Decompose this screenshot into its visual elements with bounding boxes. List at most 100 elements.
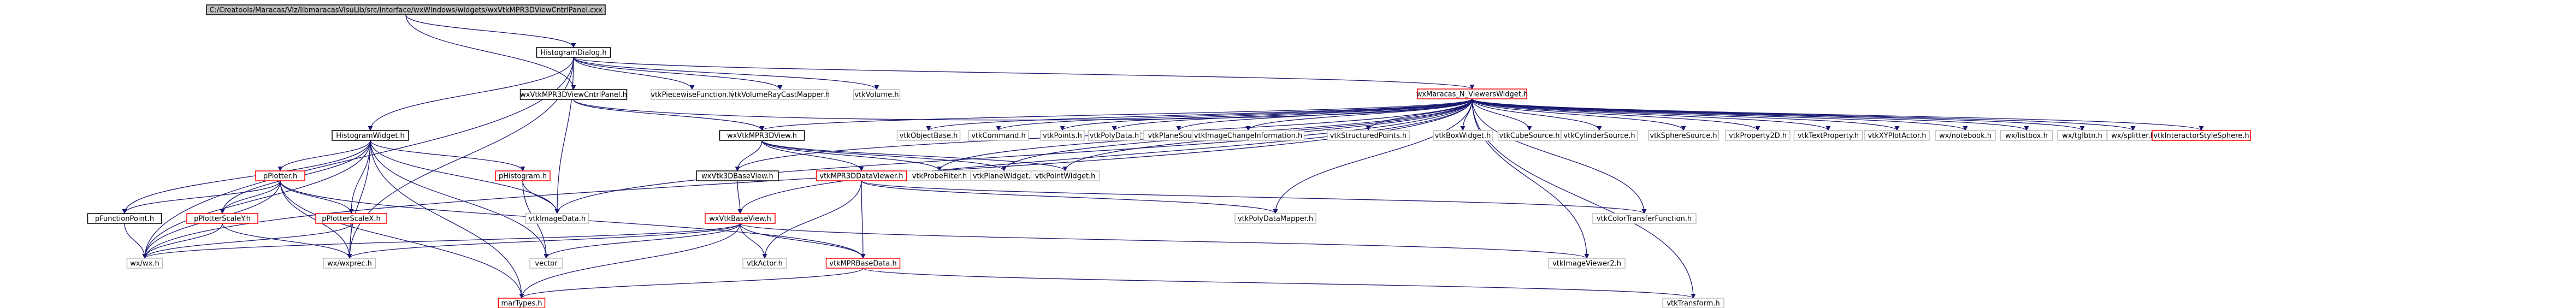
node-vtkiss[interactable]: vtkInteractorStyleSphere.h <box>2152 130 2251 141</box>
node-wxtglbtn[interactable]: wx/tglbtn.h <box>2057 130 2107 141</box>
node-label: vtkPoints.h <box>1043 132 1082 140</box>
node-label: pPlotterScaleY.h <box>194 215 251 223</box>
node-vtkpts[interactable]: vtkPoints.h <box>1040 130 1085 141</box>
node-wxvtkmpr3dv[interactable]: wxVtkMPR3DView.h <box>719 130 805 141</box>
node-vtkcube[interactable]: vtkCubeSource.h <box>1497 130 1562 141</box>
node-label: wx/wx.h <box>130 260 159 268</box>
node-label: vtkBoxWidget.h <box>1435 132 1491 140</box>
edge-wxvtkbv-to-wxwxprec <box>347 223 741 259</box>
node-vtkmprbd[interactable]: vtkMPRBaseData.h <box>825 258 901 269</box>
node-vtkactor[interactable]: vtkActor.h <box>742 258 787 269</box>
node-pfp[interactable]: pFunctionPoint.h <box>87 213 162 224</box>
edge-hd-to-wxmaracas <box>573 57 1475 90</box>
node-box <box>1793 130 1863 141</box>
node-phist[interactable]: pHistogram.h <box>495 170 551 181</box>
node-box <box>742 258 787 269</box>
edge-wxvtkbv-to-vtkiv2 <box>740 223 1590 259</box>
edge-hw-to-marty <box>370 140 524 299</box>
node-label: wx/notebook.h <box>1939 132 1992 140</box>
node-vtkmpr3ddv[interactable]: vtkMPR3DDataViewer.h <box>816 170 907 181</box>
node-vtkiv2[interactable]: vtkImageViewer2.h <box>1548 258 1626 269</box>
node-vtkvol[interactable]: vtkVolume.h <box>853 89 901 100</box>
node-vtkplanew[interactable]: vtkPlaneWidget.h <box>970 170 1038 181</box>
edge-wxvtkbv-to-vtkmprbd <box>740 223 866 259</box>
node-label: vtkImageViewer2.h <box>1552 260 1621 268</box>
node-label: vtkCommand.h <box>971 132 1026 140</box>
node-vtkboxw[interactable]: vtkBoxWidget.h <box>1433 130 1493 141</box>
edge-pplotter-to-pps_x <box>280 180 354 214</box>
node-label: vtkVolume.h <box>854 91 899 99</box>
node-vtkpf[interactable]: vtkProbeFilter.h <box>906 170 973 181</box>
node-vtksp[interactable]: vtkStructuredPoints.h <box>1327 130 1410 141</box>
node-vtksph[interactable]: vtkSphereSource.h <box>1648 130 1719 141</box>
edge-wxmaracas-to-vtkprop2d <box>1472 98 1760 131</box>
node-wxmaracas[interactable]: wxMaracas_N_ViewersWidget.h <box>1416 88 1528 99</box>
node-wxvtkbv[interactable]: wxVtkBaseView.h <box>705 213 776 224</box>
node-vtkobj[interactable]: vtkObjectBase.h <box>896 130 961 141</box>
node-wxvtk3dbv[interactable]: wxVtk3DBaseView.h <box>696 170 779 181</box>
node-box <box>853 89 901 100</box>
node-wxwxprec[interactable]: wx/wxprec.h <box>323 258 376 269</box>
edge-wxmaracas-to-vtkxyplot <box>1472 98 1900 131</box>
node-vtkprop2d[interactable]: vtkProperty2D.h <box>1725 130 1791 141</box>
node-wxmpr3dcp[interactable]: wxVtkMPR3DViewCntrlPanel.h <box>519 89 628 100</box>
node-box <box>525 213 589 224</box>
node-vtkpointw[interactable]: vtkPointWidget.h <box>1030 170 1100 181</box>
node-vector[interactable]: vector <box>529 258 563 269</box>
edge-pplotter-to-pfp <box>122 180 281 214</box>
node-wxnotebook[interactable]: wx/notebook.h <box>1935 130 1996 141</box>
node-box <box>1088 130 1141 141</box>
node-vtkici[interactable]: vtkImageChangeInformation.h <box>1191 130 1305 141</box>
node-hd[interactable]: HistogramDialog.h <box>536 47 611 58</box>
node-label: HistogramDialog.h <box>540 49 606 57</box>
edge-wxmaracas-to-wxsplitter <box>1472 98 2136 131</box>
edge-hw-to-phist <box>370 140 525 171</box>
edge-vtkmpr3ddv-to-vtkactor <box>762 180 862 259</box>
node-wxwx[interactable]: wx/wx.h <box>126 258 163 269</box>
edge-wxvtkbv-to-vtkactor <box>740 223 767 259</box>
node-pplotter[interactable]: pPlotter.h <box>255 170 305 181</box>
node-label: vtkImageChangeInformation.h <box>1194 132 1302 140</box>
node-vtkctf[interactable]: vtkColorTransferFunction.h <box>1592 213 1697 224</box>
node-label: vtkColorTransferFunction.h <box>1597 215 1692 223</box>
node-vtktextprop[interactable]: vtkTextProperty.h <box>1793 130 1863 141</box>
node-vtkpd[interactable]: vtkPolyData.h <box>1088 130 1141 141</box>
nodes-layer: C:/Creatools/Maracas/Viz/libmaracasVisuL… <box>87 4 2251 308</box>
edge-wxmaracas-to-wxlistbox <box>1472 98 2029 131</box>
node-vtkcyl[interactable]: vtkCylinderSource.h <box>1561 130 1638 141</box>
node-label: marTypes.h <box>501 300 542 308</box>
node-vtkvrm[interactable]: vtkVolumeRayCastMapper.h <box>730 89 830 100</box>
node-box <box>255 170 305 181</box>
edge-hd-to-vtkimgdata <box>554 57 574 214</box>
node-marty[interactable]: marTypes.h <box>498 298 546 308</box>
node-vtkpdm[interactable]: vtkPolyDataMapper.h <box>1234 213 1316 224</box>
node-pps-x[interactable]: pPlotterScaleX.h <box>315 213 387 224</box>
node-hw[interactable]: HistogramWidget.h <box>332 130 409 141</box>
node-vtkcmd[interactable]: vtkCommand.h <box>968 130 1029 141</box>
node-box <box>731 89 829 100</box>
node-label: vtkVolumeRayCastMapper.h <box>730 91 830 99</box>
node-root[interactable]: C:/Creatools/Maracas/Viz/libmaracasVisuL… <box>206 4 606 15</box>
node-box <box>323 258 376 269</box>
node-box <box>1935 130 1996 141</box>
node-box <box>495 170 551 181</box>
node-vtkxyplot[interactable]: vtkXYPlotActor.h <box>1864 130 1930 141</box>
edge-root-to-wxmpr3dcp <box>405 14 576 90</box>
edge-wxvtkmpr3dv-to-vtkpointw <box>761 140 1068 171</box>
node-label: pHistogram.h <box>499 173 547 181</box>
node-wxsplitter[interactable]: wx/splitter.h <box>2106 130 2160 141</box>
node-vtktransform[interactable]: vtkTransform.h <box>1662 298 1724 308</box>
node-label: vtkStructuredPoints.h <box>1330 132 1407 140</box>
node-wxlistbox[interactable]: wx/listbox.h <box>2000 130 2053 141</box>
edge-hd-to-hw <box>368 57 574 131</box>
edge-hw-to-vector <box>370 140 549 259</box>
node-pps-y[interactable]: pPlotterScaleY.h <box>186 213 258 224</box>
node-vtkimgdata[interactable]: vtkImageData.h <box>525 213 589 224</box>
edge-wxmaracas-to-vtkimgdata <box>554 98 1473 214</box>
edge-wxmaracas-to-wxvtkbv <box>737 98 1473 214</box>
node-vtkpiece[interactable]: vtkPiecewiseFunction.h <box>651 89 734 100</box>
node-label: wxVtk3DBaseView.h <box>701 173 773 181</box>
node-box <box>696 170 779 181</box>
edge-pplotter-to-pps_y <box>220 180 281 214</box>
